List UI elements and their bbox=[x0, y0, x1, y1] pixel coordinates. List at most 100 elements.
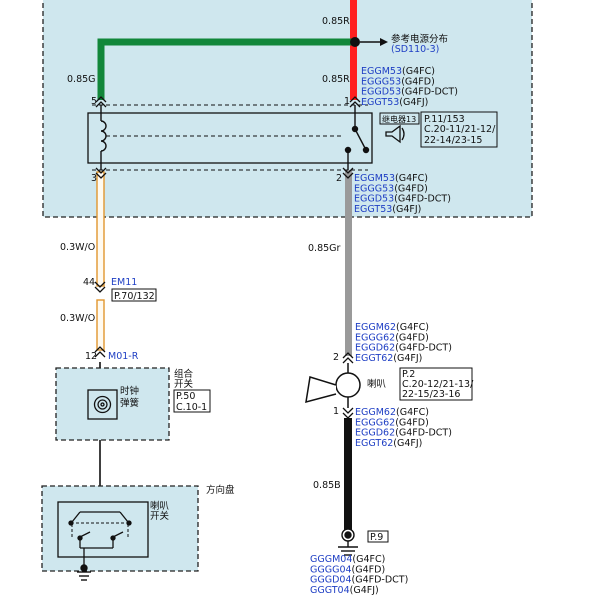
relay-pin1-code-list: EGGM53(G4FC)EGGG53(G4FD)EGGD53(G4FD-DCT)… bbox=[361, 66, 458, 108]
black-wire bbox=[344, 418, 352, 530]
gray-wire-gauge: 0.85Gr bbox=[308, 243, 341, 254]
code-entry: EGGT53(G4FJ) bbox=[361, 97, 428, 108]
code-entry: EGGM53(G4FC) bbox=[361, 66, 435, 77]
clock-spring-label-1: 时钟 bbox=[120, 385, 139, 397]
code-model: (G4FD-DCT) bbox=[352, 575, 409, 586]
code-model: (G4FD-DCT) bbox=[395, 343, 452, 354]
code-id: EGGM53 bbox=[361, 66, 402, 77]
horn-pin2-code-list: EGGM62(G4FC)EGGG62(G4FD)EGGD62(G4FD-DCT)… bbox=[355, 322, 452, 364]
code-id: EGGM62 bbox=[355, 407, 396, 418]
code-entry: GGGM04(G4FC) bbox=[310, 554, 385, 565]
code-model: (G4FD-DCT) bbox=[401, 87, 458, 98]
horn-pin-top: 2 bbox=[333, 352, 339, 363]
code-model: (G4FJ) bbox=[392, 204, 421, 215]
code-entry: EGGG53(G4FD) bbox=[361, 76, 435, 87]
code-entry: EGGT62(G4FJ) bbox=[355, 353, 422, 364]
red-wire-gauge-2: 0.85R bbox=[322, 74, 350, 85]
horn-pin-bottom: 1 bbox=[333, 406, 339, 417]
horn-icon bbox=[305, 363, 361, 408]
code-entry: EGGM53(G4FC) bbox=[354, 173, 428, 184]
code-entry: EGGG53(G4FD) bbox=[354, 183, 428, 194]
m01-pin: 12 bbox=[85, 351, 97, 362]
power-ref-arrowhead bbox=[380, 38, 388, 46]
horn-pin1-code-list: EGGM62(G4FC)EGGG62(G4FD)EGGD62(G4FD-DCT)… bbox=[355, 407, 452, 449]
relay-pin-1: 1 bbox=[344, 96, 350, 107]
clock-spring-coords: C.10-1 bbox=[176, 402, 207, 413]
code-model: (G4FD) bbox=[401, 76, 435, 87]
black-wire-gauge: 0.85B bbox=[313, 480, 341, 491]
combination-switch-panel bbox=[55, 367, 170, 441]
gray-wire bbox=[345, 170, 352, 356]
relay-coords-1: C.20-11/21-12/ bbox=[424, 124, 496, 135]
relay-pin-2: 2 bbox=[336, 173, 342, 184]
code-model: (G4FJ) bbox=[350, 585, 379, 596]
code-model: (G4FC) bbox=[396, 407, 429, 418]
code-model: (G4FC) bbox=[396, 322, 429, 333]
code-entry: GGGG04(G4FD) bbox=[310, 564, 385, 575]
ground-ref-box bbox=[367, 530, 389, 543]
code-id: EGGD53 bbox=[361, 87, 401, 98]
code-model: (G4FD-DCT) bbox=[394, 194, 451, 205]
relay-coil bbox=[100, 105, 342, 170]
power-ref-label: 参考电源分布 bbox=[391, 33, 448, 45]
green-wire bbox=[97, 38, 356, 100]
ground-code-list: GGGM04(G4FC)GGGG04(G4FD)GGGD04(G4FD-DCT)… bbox=[310, 554, 408, 596]
horn-switch-label-1: 喇叭 bbox=[150, 500, 170, 512]
code-entry: EGGM62(G4FC) bbox=[355, 322, 429, 333]
green-wire-gauge: 0.85G bbox=[67, 74, 96, 85]
clock-spring-page-ref: P.50 bbox=[176, 391, 195, 402]
em11-page-ref: P.70/132 bbox=[114, 291, 155, 302]
relay-pin2-code-list: EGGM53(G4FC)EGGG53(G4FD)EGGD53(G4FD-DCT)… bbox=[354, 173, 451, 215]
code-entry: EGGT62(G4FJ) bbox=[355, 438, 422, 449]
code-entry: EGGG62(G4FD) bbox=[355, 417, 429, 428]
code-model: (G4FC) bbox=[352, 554, 385, 565]
em11-name: EM11 bbox=[111, 277, 137, 288]
code-entry: GGGT04(G4FJ) bbox=[310, 585, 379, 596]
code-id: EGGT53 bbox=[361, 97, 399, 108]
steering-wheel-panel bbox=[41, 485, 199, 572]
horn-pin-markers bbox=[342, 352, 354, 419]
m01-name: M01-R bbox=[108, 351, 139, 362]
code-model: (G4FD) bbox=[395, 332, 429, 343]
em11-pin: 44 bbox=[83, 277, 95, 288]
code-model: (G4FJ) bbox=[393, 353, 422, 364]
horn-coords-2: 22-15/23-16 bbox=[402, 389, 460, 400]
orange-wire-gauge-1: 0.3W/O bbox=[60, 242, 95, 253]
code-id: GGGT04 bbox=[310, 585, 350, 596]
red-wire bbox=[350, 0, 357, 100]
clock-spring-label-2: 弹簧 bbox=[120, 397, 140, 409]
horn-symbol-icon bbox=[385, 124, 405, 144]
relay-module-panel bbox=[42, 0, 533, 218]
splice-dot bbox=[350, 37, 360, 47]
code-model: (G4FD) bbox=[394, 183, 428, 194]
code-entry: EGGT53(G4FJ) bbox=[354, 204, 421, 215]
code-entry: EGGG62(G4FD) bbox=[355, 332, 429, 343]
orange-wire bbox=[96, 171, 105, 351]
relay-ref-box bbox=[379, 111, 498, 148]
code-id: EGGG62 bbox=[355, 417, 395, 428]
code-id: EGGM62 bbox=[355, 322, 396, 333]
code-id: EGGG62 bbox=[355, 332, 395, 343]
code-id: EGGT53 bbox=[354, 204, 392, 215]
m01-connector bbox=[94, 346, 106, 358]
code-entry: EGGD62(G4FD-DCT) bbox=[355, 428, 452, 439]
ground-ref: P.9 bbox=[370, 532, 383, 543]
code-id: EGGT62 bbox=[355, 438, 393, 449]
relay-pin-markers bbox=[95, 96, 361, 179]
horn-switch-label-2: 开关 bbox=[150, 510, 170, 522]
relay-pin-3: 3 bbox=[91, 173, 97, 184]
code-entry: EGGD62(G4FD-DCT) bbox=[355, 343, 452, 354]
code-entry: EGGM62(G4FC) bbox=[355, 407, 429, 418]
steering-ground-icon bbox=[77, 564, 91, 581]
relay-box bbox=[87, 112, 373, 164]
combination-switch-label-2: 开关 bbox=[174, 378, 194, 390]
code-id: EGGG53 bbox=[354, 183, 394, 194]
code-id: EGGD53 bbox=[354, 194, 394, 205]
code-entry: EGGD53(G4FD-DCT) bbox=[361, 87, 458, 98]
code-model: (G4FJ) bbox=[399, 97, 428, 108]
horn-page-ref: P.2 bbox=[402, 369, 415, 380]
em11-connector bbox=[94, 281, 157, 302]
relay-coords-2: 22-14/23-15 bbox=[424, 135, 482, 146]
